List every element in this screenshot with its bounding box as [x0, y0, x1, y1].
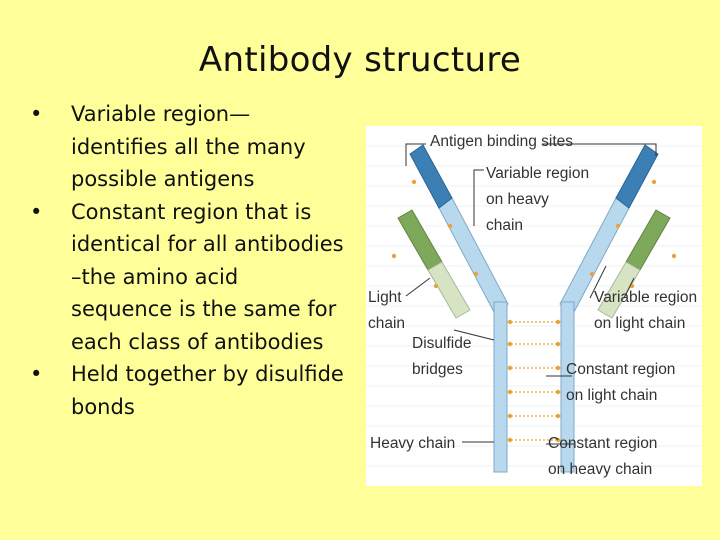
light-chain-variable — [398, 210, 670, 270]
label-variable-light-line1: Variable region — [594, 289, 697, 306]
bullet-item: • Constant region that is identical for a… — [26, 196, 346, 359]
bullet-item: • Held together by disulfide bonds — [26, 358, 346, 423]
label-constant-heavy-line2: on heavy chain — [548, 461, 652, 478]
label-variable-heavy-line3: chain — [486, 217, 523, 234]
slide-title: Antibody structure — [0, 40, 720, 80]
label-disulfide-line2: bridges — [412, 361, 463, 378]
label-antigen-binding-sites: Antigen binding sites — [430, 133, 573, 150]
bullet-dot-icon: • — [30, 98, 42, 131]
label-constant-heavy-line1: Constant region — [548, 435, 657, 452]
label-constant-light-line1: Constant region — [566, 361, 675, 378]
label-disulfide-line1: Disulfide — [412, 335, 471, 352]
disulfide-bonds — [507, 322, 561, 440]
bullet-text: Held together by disulfide bonds — [71, 362, 344, 419]
label-variable-light-line2: on light chain — [594, 315, 685, 332]
label-light-chain-line2: chain — [368, 315, 405, 332]
label-heavy-chain: Heavy chain — [370, 435, 455, 452]
bullet-text: Variable region—identifies all the many … — [71, 102, 306, 191]
antibody-svg: Antigen binding sites Variable region on… — [366, 126, 702, 486]
label-variable-heavy-line1: Variable region — [486, 165, 589, 182]
label-light-chain-line1: Light — [368, 289, 402, 306]
bullet-list: • Variable region—identifies all the many… — [26, 98, 346, 423]
label-variable-heavy-line2: on heavy — [486, 191, 549, 208]
label-constant-light-line2: on light chain — [566, 387, 657, 404]
bullet-dot-icon: • — [30, 358, 42, 391]
bullet-item: • Variable region—identifies all the many… — [26, 98, 346, 196]
bullet-text: Constant region that is identical for al… — [71, 200, 344, 354]
bullet-dot-icon: • — [30, 196, 42, 229]
antibody-diagram: Antigen binding sites Variable region on… — [366, 126, 702, 486]
